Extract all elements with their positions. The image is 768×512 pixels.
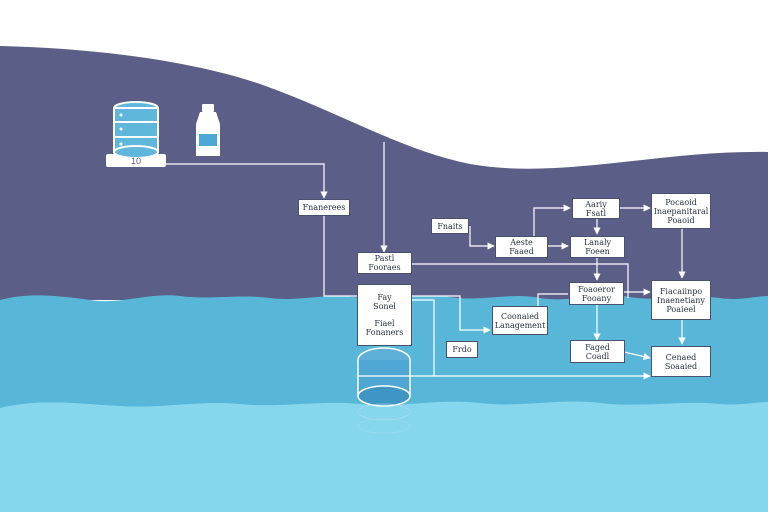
water-bottle-icon: [196, 104, 220, 156]
connector: [533, 204, 571, 238]
node-label-line: Fnaits: [437, 221, 463, 231]
node-label-line: Aariy: [585, 199, 607, 209]
node-label-line: Aeste: [510, 238, 533, 247]
node-frdo[interactable]: Frdo: [446, 341, 478, 358]
node-label-line: Poaieel: [666, 304, 696, 314]
node-label-line: Foeen: [585, 247, 610, 256]
node-label-line: Lanaly: [583, 238, 612, 247]
node-label-line: Fsatl: [585, 208, 607, 218]
node-label-line: Lanagement: [494, 320, 546, 330]
node-label-line: Fooraes: [368, 263, 401, 272]
node-label-line: Inaepanitaral: [653, 206, 709, 216]
connector: [469, 226, 495, 250]
node-label-line: Coonaied: [500, 311, 540, 321]
server-label: 10: [131, 156, 141, 166]
node-label-line: Fiacaiinpo: [659, 286, 703, 296]
connector: [623, 351, 651, 361]
connectors: [166, 142, 686, 380]
node-label-line: Fnanerees: [302, 203, 346, 212]
water-lower: [0, 401, 768, 512]
node-fnanerees[interactable]: Fnanerees: [298, 199, 350, 216]
node-fnaits[interactable]: Fnaits: [431, 218, 469, 234]
node-label-line: Sonel: [373, 302, 396, 311]
connector: [166, 163, 328, 199]
node-label-line: Pocaoid: [665, 197, 697, 207]
node-label-line: Pastl: [374, 254, 395, 263]
node-label-line: Inaenetiany: [657, 295, 705, 305]
node-label-line: Frdo: [452, 345, 472, 354]
node-label-line: Coadl: [585, 351, 610, 361]
water-tank-icon: [357, 347, 411, 434]
node-label-line: Faged: [585, 342, 610, 352]
connector: [358, 299, 435, 377]
node-label-line: Fay: [377, 293, 392, 302]
node-label-line: Fiael: [374, 319, 395, 328]
connector: [323, 216, 358, 297]
connector: [412, 263, 629, 298]
node-label-line: Cenaed: [665, 352, 697, 362]
node-label-line: Soaaied: [664, 361, 698, 371]
node-label-line: Foaoeror: [578, 284, 615, 294]
connector: [412, 295, 491, 334]
node-label-line: Faaed: [509, 247, 534, 256]
node-label-line: Poaoid: [667, 215, 695, 225]
server-rack-icon: [106, 101, 166, 167]
node-label-line: Fonaners: [365, 328, 404, 337]
node-label-line: Fooany: [581, 293, 612, 303]
